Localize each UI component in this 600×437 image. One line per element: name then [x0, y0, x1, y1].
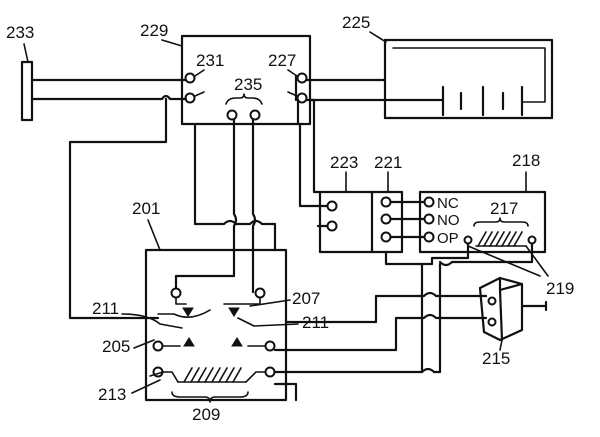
component-233	[20, 60, 34, 122]
terminal-label-no: NO	[437, 212, 460, 229]
box-225-battery	[383, 38, 554, 120]
box-201	[144, 248, 288, 403]
terminal-221-3	[380, 231, 392, 243]
label-218: 218	[512, 151, 540, 170]
label-233: 233	[6, 23, 34, 42]
label-205: 205	[102, 337, 130, 356]
label-219: 219	[546, 279, 574, 298]
label-209: 209	[192, 405, 220, 424]
terminal-227-top	[296, 72, 308, 84]
label-229: 229	[140, 21, 168, 40]
terminal-235-left	[226, 109, 238, 121]
terminal-221-2	[380, 213, 392, 225]
box-223-221	[318, 190, 404, 254]
label-223: 223	[330, 153, 358, 172]
label-231: 231	[196, 51, 224, 70]
label-221: 221	[374, 153, 402, 172]
terminal-op	[423, 231, 435, 243]
box-229	[180, 34, 312, 126]
terminal-227-bottom	[296, 92, 308, 104]
plug-215	[478, 276, 548, 342]
label-227: 227	[268, 51, 296, 70]
terminal-223-top	[326, 200, 338, 212]
reference-labels: 233 229 231 227 235 225 223 221 218 NC N…	[6, 13, 574, 424]
terminal-235-right	[249, 109, 261, 121]
label-211-left: 211	[92, 299, 119, 318]
label-235: 235	[234, 75, 262, 94]
terminal-223-bottom	[326, 220, 338, 232]
terminal-221-1	[380, 196, 392, 208]
wiring	[30, 74, 549, 402]
label-201: 201	[132, 199, 160, 218]
terminal-nc	[423, 196, 435, 208]
terminal-label-nc: NC	[437, 195, 459, 212]
label-225: 225	[342, 13, 370, 32]
terminal-label-op: OP	[437, 230, 459, 247]
label-215: 215	[482, 349, 510, 368]
label-211-right: 211	[302, 313, 329, 332]
label-217: 217	[490, 199, 518, 218]
label-207: 207	[292, 289, 320, 308]
terminal-231-bottom	[184, 92, 196, 104]
terminal-no	[423, 213, 435, 225]
label-213: 213	[98, 385, 126, 404]
terminal-231-top	[184, 72, 196, 84]
